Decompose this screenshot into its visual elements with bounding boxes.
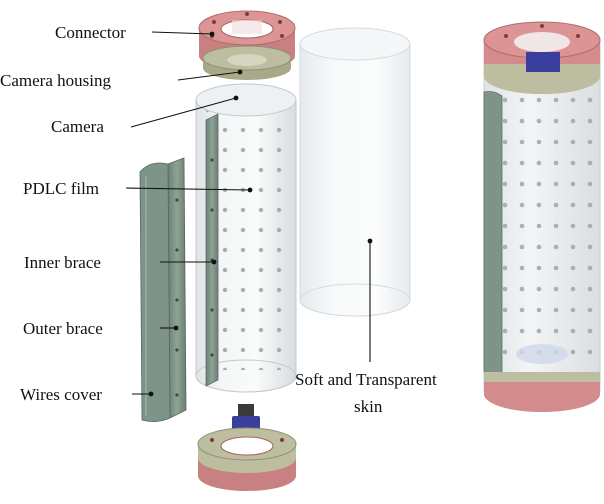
label-outer-brace: Outer brace bbox=[23, 319, 103, 338]
bottom-connector bbox=[197, 427, 297, 491]
labels: Connector Camera housing Camera PDLC fil… bbox=[0, 23, 437, 416]
label-pdlc-film: PDLC film bbox=[23, 179, 99, 198]
label-skin-line1: Soft and Transparent bbox=[295, 370, 437, 389]
wires-cover bbox=[139, 162, 171, 422]
camera-housing bbox=[202, 45, 292, 80]
label-wires-cover: Wires cover bbox=[20, 385, 102, 404]
outer-brace bbox=[167, 157, 187, 419]
bottom-camera bbox=[232, 404, 260, 430]
label-camera-housing: Camera housing bbox=[0, 71, 111, 90]
leader-lines bbox=[125, 31, 373, 397]
label-skin-line2: skin bbox=[354, 397, 383, 416]
pdlc-film-cylinder bbox=[195, 83, 297, 393]
label-camera: Camera bbox=[51, 117, 104, 136]
transparent-skin bbox=[299, 27, 411, 317]
assembled-sensor bbox=[483, 21, 601, 412]
label-connector: Connector bbox=[55, 23, 126, 42]
inner-brace bbox=[205, 113, 219, 387]
label-inner-brace: Inner brace bbox=[24, 253, 101, 272]
